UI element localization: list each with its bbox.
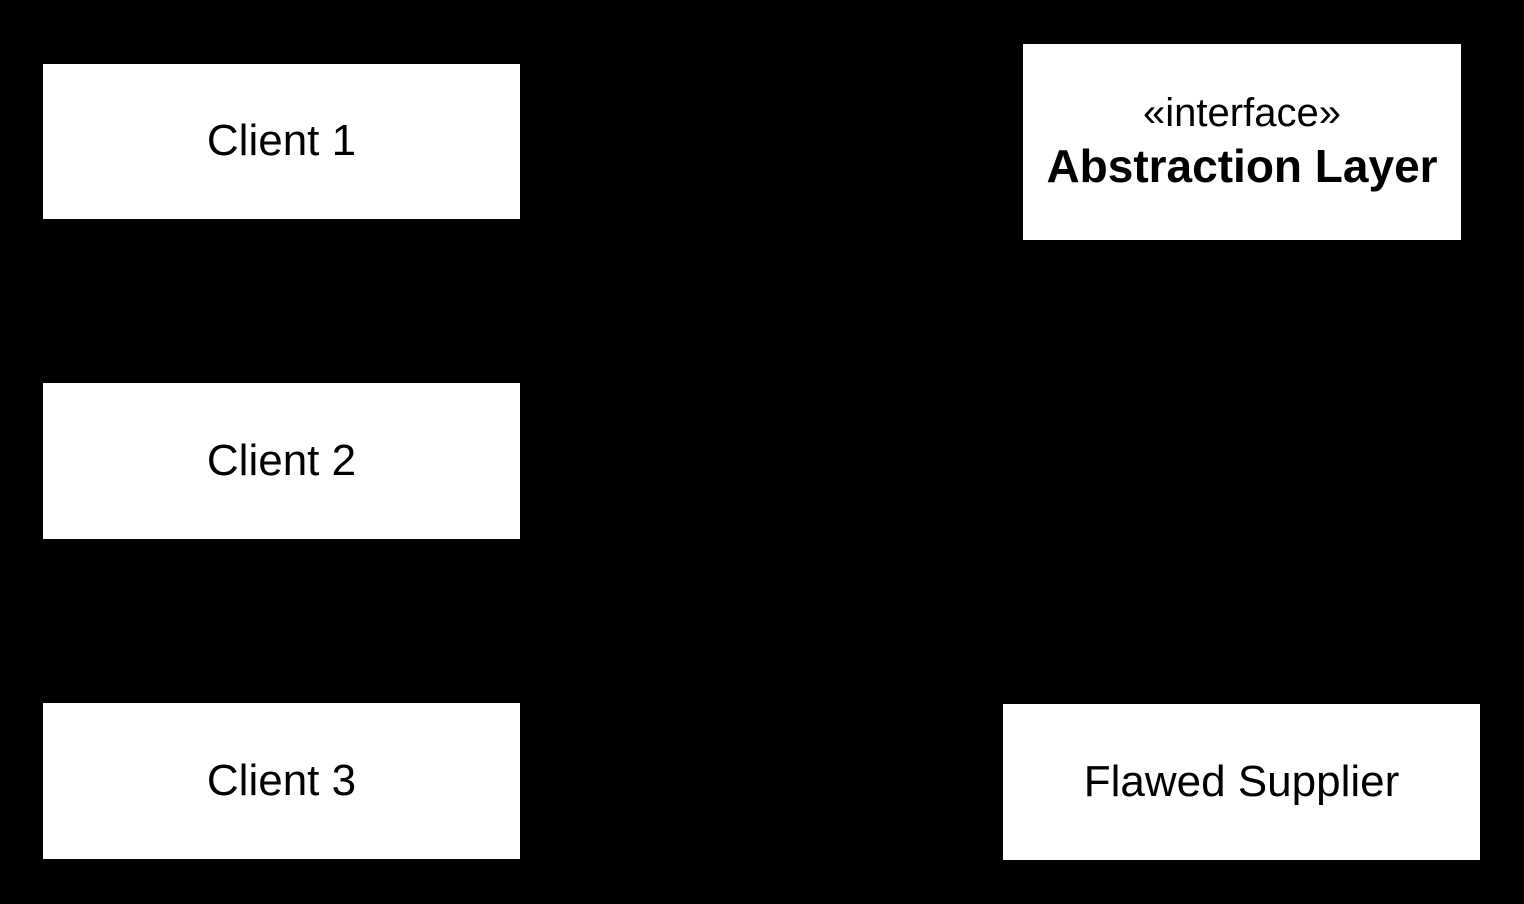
interface-stereotype-label: «interface» [1143, 91, 1341, 136]
client-1-label: Client 1 [206, 116, 357, 166]
abstraction-layer-interface-node: «interface» Abstraction Layer [1023, 44, 1461, 240]
client-3-node: Client 3 [43, 703, 520, 859]
flawed-supplier-node: Flawed Supplier [1003, 704, 1480, 860]
abstraction-layer-label: Abstraction Layer [1046, 140, 1438, 193]
client-1-node: Client 1 [43, 64, 520, 219]
client-2-node: Client 2 [43, 383, 520, 539]
flawed-supplier-label: Flawed Supplier [1083, 756, 1400, 806]
client-3-label: Client 3 [206, 755, 357, 805]
client-2-label: Client 2 [206, 435, 357, 485]
